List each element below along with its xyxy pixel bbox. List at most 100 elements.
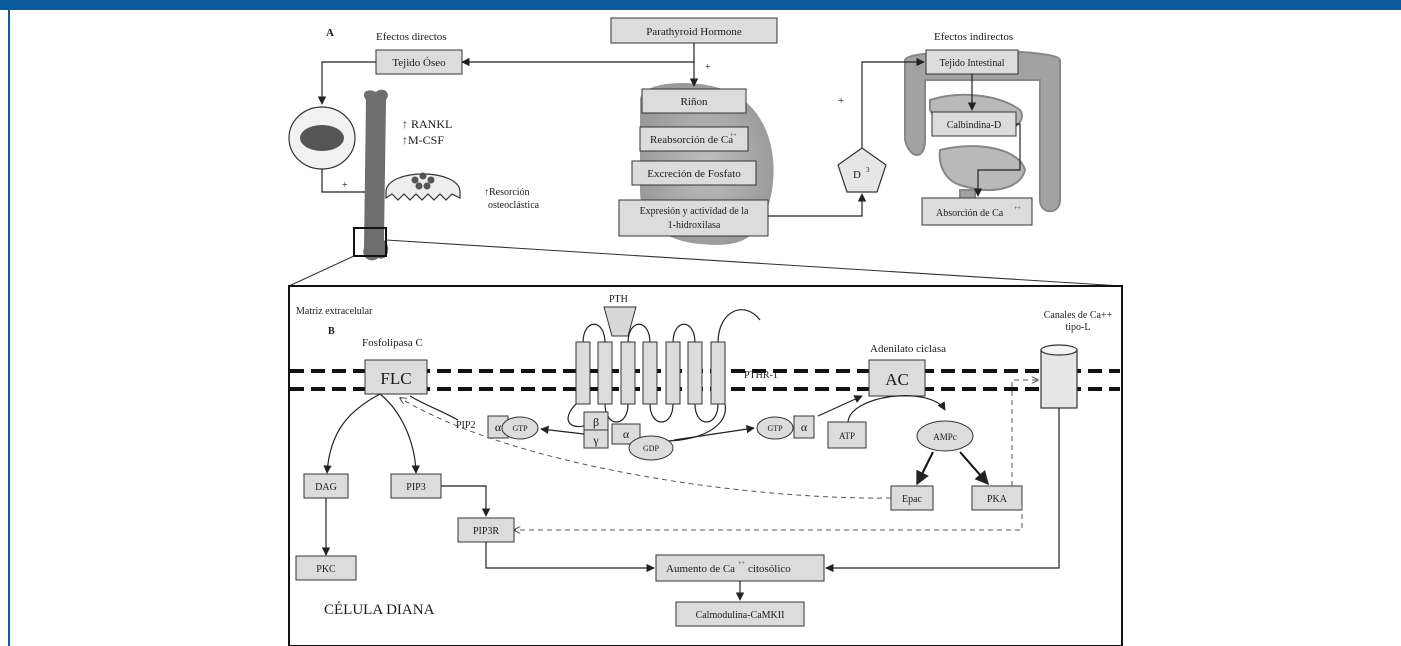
aumento-tail-text: citosólico xyxy=(748,563,791,575)
receptor-loops-bottom xyxy=(604,403,719,423)
canales-text-1: Canales de Ca++ xyxy=(1044,310,1113,321)
osteoblast-to-osteoclast-arrow xyxy=(321,169,376,197)
expresion-text-1: Expresión y actividad de la xyxy=(640,206,749,217)
gtp-to-ac-arrow xyxy=(817,395,863,417)
atp-text: ATP xyxy=(839,431,855,441)
plus-sign-d3: + xyxy=(838,95,844,107)
d3-to-intestinal-arrow xyxy=(861,57,925,148)
d3-superscript: 3 xyxy=(866,166,870,174)
alpha-gdp-box xyxy=(611,423,641,445)
atp-to-ampc-arrow xyxy=(847,395,946,423)
pip3-text: PIP3 xyxy=(406,482,425,493)
pkc-box xyxy=(295,555,357,581)
reabsorcion-superscript: ++ xyxy=(730,133,737,139)
gamma-box xyxy=(583,429,609,449)
efectos-indirectos-label: Efectos indirectos xyxy=(934,31,1013,43)
calmodulina-text: Calmodulina-CaMKII xyxy=(696,610,785,621)
top-bar xyxy=(0,0,1401,10)
ampc-ellipse xyxy=(916,420,974,452)
absorcion-box xyxy=(921,197,1033,226)
beta-text: β xyxy=(593,415,599,429)
ampc-text: AMPc xyxy=(933,432,957,442)
gdp-text: GDP xyxy=(643,444,660,453)
epac-to-flc-dashed xyxy=(400,398,892,499)
aumento-box xyxy=(655,554,825,582)
alpha-gdp-text: α xyxy=(623,427,630,441)
panel-a-label: A xyxy=(326,27,334,39)
reabsorcion-text: Reabsorción de Ca xyxy=(650,134,733,146)
calbindina-text: Calbindina-D xyxy=(947,120,1001,131)
tejido-intestinal-box xyxy=(925,49,1019,75)
zoom-line-right xyxy=(385,239,1123,287)
pip2-text: PIP2 xyxy=(456,420,475,431)
rinon-text: Riñon xyxy=(681,96,708,108)
expresion-box xyxy=(618,199,769,237)
d3-pentagon xyxy=(837,147,887,193)
resorcion-text-2: osteoclástica xyxy=(488,200,540,211)
celula-diana-text: CÉLULA DIANA xyxy=(324,601,435,618)
bone-zoom-square xyxy=(353,227,387,257)
ampc-to-epac-arrow xyxy=(916,451,934,486)
gtp-right-text: GTP xyxy=(767,424,783,433)
gtp-right-ellipse xyxy=(756,416,794,440)
gtp-left-text: GTP xyxy=(512,424,528,433)
rinon-box xyxy=(641,88,747,114)
receptor-loops-top xyxy=(582,309,761,344)
calmodulina-box xyxy=(675,601,805,627)
rankl-text: ↑ RANKL xyxy=(402,117,452,131)
canales-text-2: tipo-L xyxy=(1066,322,1091,333)
alpha-left-text: α xyxy=(495,420,502,434)
pkc-text: PKC xyxy=(316,564,336,575)
adenilato-text: Adenilato ciclasa xyxy=(870,343,946,355)
plus-sign-osteoblast: + xyxy=(342,180,348,191)
flc-to-pip3-arrow xyxy=(379,393,420,474)
left-rule xyxy=(8,10,10,646)
channel-to-aumento-arrow xyxy=(825,408,1060,573)
pip3r-text: PIP3R xyxy=(473,526,499,537)
tejido-oseo-to-cell-arrow xyxy=(317,61,376,105)
gtp-left-ellipse xyxy=(501,416,539,440)
dag-text: DAG xyxy=(315,482,337,493)
bone-illustration xyxy=(363,89,389,261)
aumento-superscript: ++ xyxy=(738,561,745,567)
ac-text: AC xyxy=(885,370,909,389)
fosfolipasa-text: Fosfolipasa C xyxy=(362,337,423,349)
expresion-text-2: 1-hidroxilasa xyxy=(668,220,721,231)
d3-text: D xyxy=(853,169,861,181)
ampc-to-pka-arrow xyxy=(959,451,989,486)
flc-to-dag-arrow xyxy=(323,393,381,474)
alpha-right-text: α xyxy=(801,420,808,434)
efectos-directos-label: Efectos directos xyxy=(376,31,447,43)
reabsorcion-box xyxy=(639,126,749,152)
osteoblast-nucleus xyxy=(300,125,344,151)
expresion-to-d3-arrow xyxy=(768,193,867,217)
resorcion-text-1: ↑Resorción xyxy=(484,187,530,198)
excrecion-text: Excreción de Fosfato xyxy=(647,168,741,180)
atp-box xyxy=(827,421,867,449)
pka-box xyxy=(971,485,1023,511)
pip3-to-pip3r-arrow xyxy=(441,485,491,517)
calbindina-to-absorcion-arrow xyxy=(973,123,1021,197)
panel-b-label: B xyxy=(328,326,335,337)
mcsf-text: ↑M-CSF xyxy=(402,133,444,147)
pthr1-text: PTHR-1 xyxy=(744,370,778,381)
pip3r-to-aumento-arrow xyxy=(485,542,655,573)
g-to-gtp-left-arrow xyxy=(540,425,585,435)
absorcion-text: Absorción de Ca xyxy=(936,208,1004,219)
ca-channel xyxy=(1040,349,1078,409)
pka-to-pip3r-dashed xyxy=(514,505,1023,530)
gdp-to-gtp-right-arrow xyxy=(673,424,755,441)
ca-channel-top xyxy=(1040,344,1078,356)
calbindina-box xyxy=(931,111,1017,137)
alpha-right-box xyxy=(793,415,815,439)
parathyroid-hormone-text: Parathyroid Hormone xyxy=(646,26,742,38)
gamma-text: γ xyxy=(592,433,599,447)
excrecion-box xyxy=(631,160,757,186)
absorcion-superscript: ++ xyxy=(1014,206,1021,212)
pka-text: PKA xyxy=(987,494,1008,505)
pip3-box xyxy=(390,473,442,499)
pip2-to-flc-line xyxy=(409,395,459,421)
ac-box xyxy=(868,359,926,397)
osteoclast-cell xyxy=(385,173,461,201)
